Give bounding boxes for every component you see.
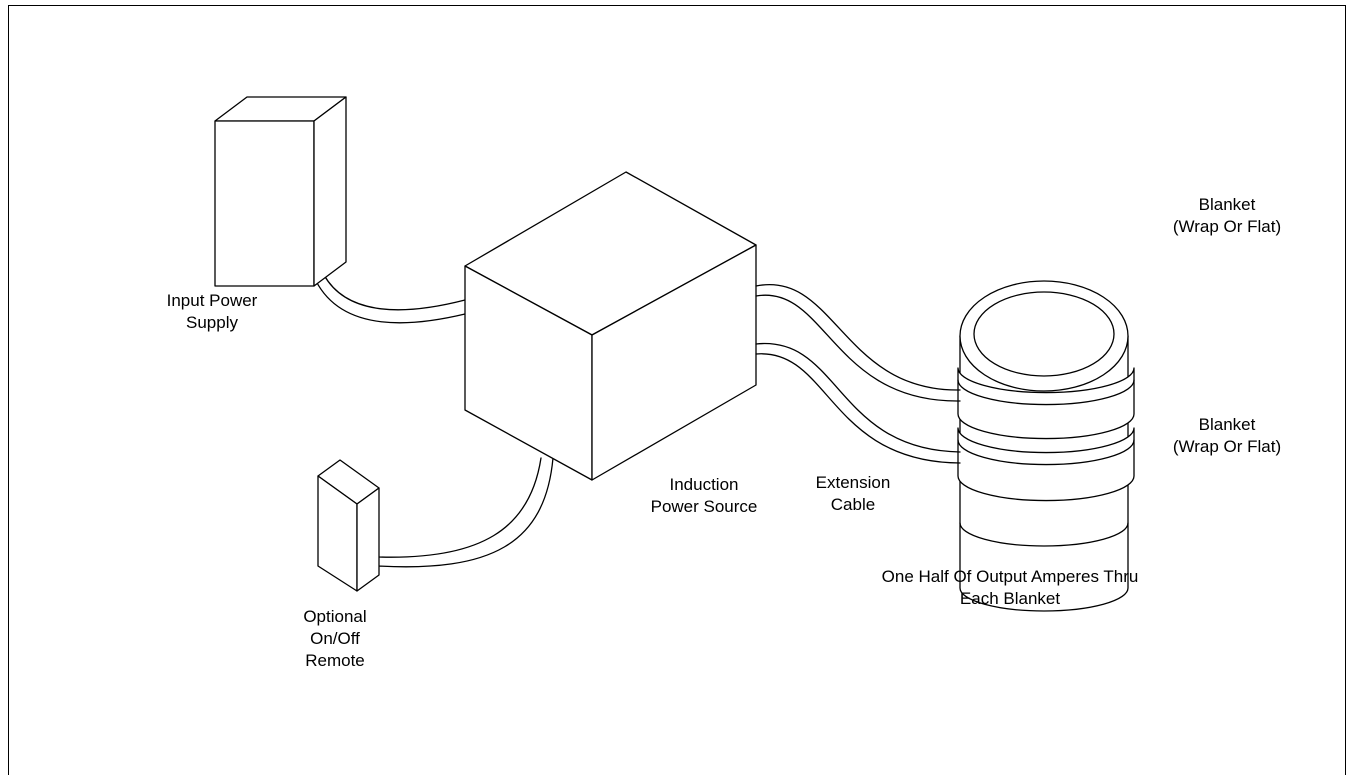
blanket-lower [957, 427, 1135, 502]
induction-power-source-box [464, 171, 757, 481]
input-power-supply-box [214, 96, 347, 287]
induction-power-source-label: Induction Power Source [650, 475, 758, 516]
optional-remote-label: Optional On/Off Remote [303, 607, 367, 670]
extension-cable-lower [755, 342, 961, 464]
diagram-frame [8, 5, 1346, 775]
extension-cable-label: Extension Cable [815, 473, 891, 514]
optional-remote-box [317, 459, 380, 592]
blanket-bottom-label: Blanket (Wrap Or Flat) [1172, 415, 1282, 456]
remote-cable [377, 457, 554, 568]
blanket-upper [957, 367, 1135, 440]
blanket-top-label: Blanket (Wrap Or Flat) [1172, 195, 1282, 236]
output-note-label: One Half Of Output Amperes Thru Each Bla… [881, 567, 1139, 608]
extension-cable-upper [755, 283, 961, 402]
input-power-cable [315, 274, 466, 324]
input-power-supply-label: Input Power Supply [166, 291, 258, 332]
